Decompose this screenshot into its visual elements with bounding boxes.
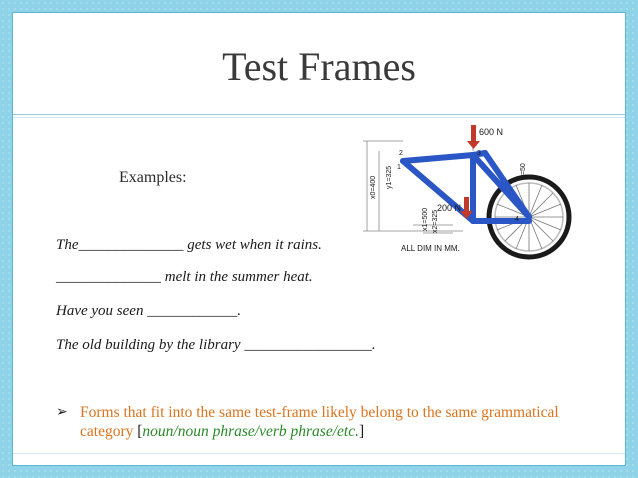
title-divider [13, 114, 625, 115]
test-frame-2: ______________ melt in the summer heat. [56, 269, 313, 285]
bullet-arrow-icon: ➢ [56, 405, 68, 420]
bottom-divider [13, 453, 625, 454]
bracket-open: [ [137, 423, 143, 440]
bracket-close: ] [358, 423, 365, 440]
examples-label: Examples: [119, 169, 187, 186]
bullet-text: Forms that fit into the same test-frame … [56, 403, 576, 441]
force-top-label: 600 N [479, 127, 503, 137]
test-frame-3: Have you seen ____________. [56, 303, 241, 319]
dim-t1-label: t=50 [520, 163, 527, 177]
title-divider-secondary [13, 117, 625, 118]
node-3-label: 3 [477, 150, 481, 157]
dim-y1-label: y1=325 [386, 166, 393, 189]
node-2-label: 2 [399, 150, 403, 157]
dimension-lines [363, 125, 474, 234]
bicycle-frame-diagram: 600 N 200 N 2 1 3 4 t=50 y1=325 x0=400 x… [363, 125, 572, 260]
dim-x1-label: x1=500 [422, 208, 429, 231]
frame-tubes [400, 150, 532, 224]
node-4-label: 4 [515, 216, 519, 223]
slide-panel: Test Frames Examples: The______________ … [12, 12, 626, 466]
force-mid-label: 200 N [437, 203, 461, 213]
dim-x2-label: x2=325 [432, 210, 439, 233]
title-area: Test Frames [13, 13, 625, 115]
force-arrow-top-icon [467, 125, 480, 149]
bullet-main-text: Forms that fit into the same test-frame … [80, 404, 559, 440]
test-frame-1: The______________ gets wet when it rains… [56, 237, 322, 253]
dim-x0-label: x0=400 [370, 176, 377, 199]
force-arrow-mid-icon [460, 197, 473, 219]
node-1-label: 1 [397, 164, 401, 171]
category-examples: noun/noun phrase/verb phrase/etc. [142, 423, 359, 440]
figure-caption: ALL DIM IN MM. [401, 244, 460, 253]
slide-title: Test Frames [222, 44, 416, 89]
test-frame-4: The old building by the library ________… [56, 337, 376, 353]
bullet-point: ➢ Forms that fit into the same test-fram… [56, 403, 576, 441]
